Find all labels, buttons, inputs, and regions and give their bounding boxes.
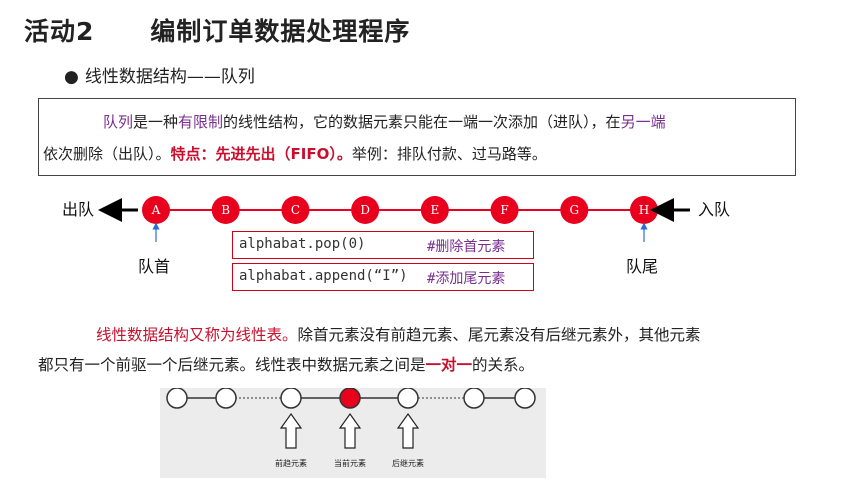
head-label: 队首 (138, 257, 170, 276)
up-arrow-icon (338, 412, 362, 449)
queue-node-g (560, 196, 589, 224)
linear-list-term: 线性数据结构又称为线性表。 (96, 326, 298, 344)
paragraph-line-2: 都只有一个前驱一个后继元素。线性表中数据元素之间是一对一的关系。 (38, 350, 828, 380)
queue-node-d (351, 196, 380, 224)
paragraph-text: 的关系。 (472, 356, 535, 374)
queue-node-label: C (291, 203, 300, 217)
fifo-highlight: 特点：先进先出（FIFO）。 (170, 145, 352, 163)
term-other-end: 另一端 (620, 113, 666, 131)
list-node (215, 387, 237, 409)
code-append-comment: #添加尾元素 (427, 271, 506, 287)
definition-text: 的线性结构，它的数据元素只能在一端一次添加（进队），在 (223, 113, 621, 131)
linear-list-paragraph: 线性数据结构又称为线性表。除首元素没有前趋元素、尾元素没有后继元素外，其他元素 … (38, 320, 828, 380)
list-node-current (339, 387, 361, 409)
bullet-icon: ● (64, 67, 79, 87)
code-pop-comment: #删除首元素 (427, 239, 506, 255)
activity-title: 编制订单数据处理程序 (150, 17, 411, 46)
up-arrow-icon (396, 412, 420, 449)
queue-node-label: F (500, 203, 508, 217)
activity-number: 活动2 (24, 17, 95, 46)
queue-diagram: A B C D E F G H 出队 入队 队首 队尾 (62, 196, 730, 276)
definition-line-2: 依次删除（出队）。特点：先进先出（FIFO）。举例：排队付款、过马路等。 (43, 143, 547, 164)
queue-node-label: D (360, 203, 370, 217)
queue-node-label: E (430, 203, 439, 217)
list-node-predecessor (280, 387, 302, 409)
linear-list-svg: 前趋元素 当前元素 后继元素 (166, 387, 536, 468)
definition-text: 是一种 (133, 113, 179, 131)
queue-node-c (281, 196, 310, 224)
dequeue-label: 出队 (62, 200, 94, 219)
list-node (166, 387, 188, 409)
queue-node-label: H (639, 203, 649, 217)
linear-list-diagram: 前趋元素 当前元素 后继元素 (160, 387, 546, 478)
up-arrow-icon (279, 412, 303, 449)
queue-node-label: G (569, 203, 579, 217)
successor-label: 后继元素 (392, 458, 424, 468)
predecessor-label: 前趋元素 (275, 458, 307, 468)
tail-label: 队尾 (626, 257, 658, 276)
term-queue: 队列 (103, 113, 134, 131)
definition-text: 举例：排队付款、过马路等。 (351, 145, 547, 163)
queue-node-f (490, 196, 519, 224)
definition-text: 依次删除（出队）。 (43, 145, 171, 163)
code-pop-text: alphabat.pop(0) (239, 236, 366, 252)
definition-line-1: 队列是一种有限制的线性结构，它的数据元素只能在一端一次添加（进队），在另一端 (103, 111, 666, 132)
one-to-one-highlight: 一对一 (425, 356, 473, 374)
queue-node-a (142, 196, 170, 224)
queue-node-e (420, 196, 449, 224)
code-append: alphabat.append(“I”) #添加尾元素 (232, 263, 534, 291)
list-node (463, 387, 485, 409)
list-node-successor (397, 387, 419, 409)
queue-node-label: B (221, 203, 230, 217)
paragraph-text: 都只有一个前驱一个后继元素。线性表中数据元素之间是 (38, 356, 426, 374)
definition-box: 队列是一种有限制的线性结构，它的数据元素只能在一端一次添加（进队），在另一端 依… (38, 98, 796, 176)
section-subtitle: ●线性数据结构——队列 (64, 62, 255, 87)
enqueue-label: 入队 (698, 200, 730, 219)
code-append-text: alphabat.append(“I”) (239, 268, 408, 284)
subtitle-text: 线性数据结构——队列 (84, 67, 255, 87)
term-restricted: 有限制 (178, 113, 224, 131)
code-pop: alphabat.pop(0) #删除首元素 (232, 231, 534, 259)
paragraph-line-1: 线性数据结构又称为线性表。除首元素没有前趋元素、尾元素没有后继元素外，其他元素 (38, 320, 828, 350)
paragraph-text: 除首元素没有前趋元素、尾元素没有后继元素外，其他元素 (297, 326, 701, 344)
queue-node-b (211, 196, 240, 224)
queue-node-label: A (151, 203, 161, 217)
list-node (514, 387, 536, 409)
page-title: 活动2 编制订单数据处理程序 (24, 12, 410, 48)
current-label: 当前元素 (334, 458, 366, 468)
